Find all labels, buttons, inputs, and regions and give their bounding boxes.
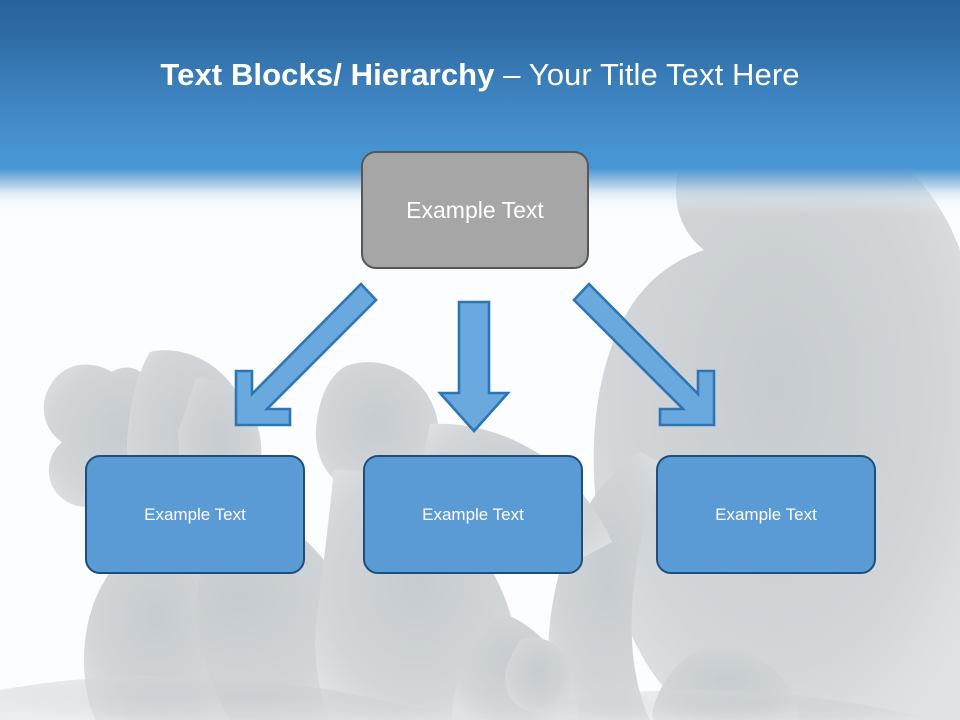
hierarchy-child-label-1: Example Text (144, 504, 246, 524)
page-title-bold: Text Blocks/ Hierarchy (160, 57, 504, 92)
hierarchy-child-label-3: Example Text (715, 504, 817, 524)
hierarchy-root-box[interactable]: Example Text (361, 151, 589, 269)
page-title: Text Blocks/ Hierarchy – Your Title Text… (0, 54, 960, 96)
hierarchy-child-box-2[interactable]: Example Text (363, 455, 583, 574)
hierarchy-child-box-3[interactable]: Example Text (656, 455, 876, 574)
hierarchy-child-label-2: Example Text (422, 504, 524, 524)
arrow-down-right (572, 282, 716, 427)
arrow-down (437, 300, 511, 433)
hierarchy-child-box-1[interactable]: Example Text (85, 455, 305, 574)
arrow-down-left (234, 282, 378, 427)
page-title-light: – Your Title Text Here (503, 57, 800, 92)
hierarchy-root-label: Example Text (406, 196, 544, 223)
